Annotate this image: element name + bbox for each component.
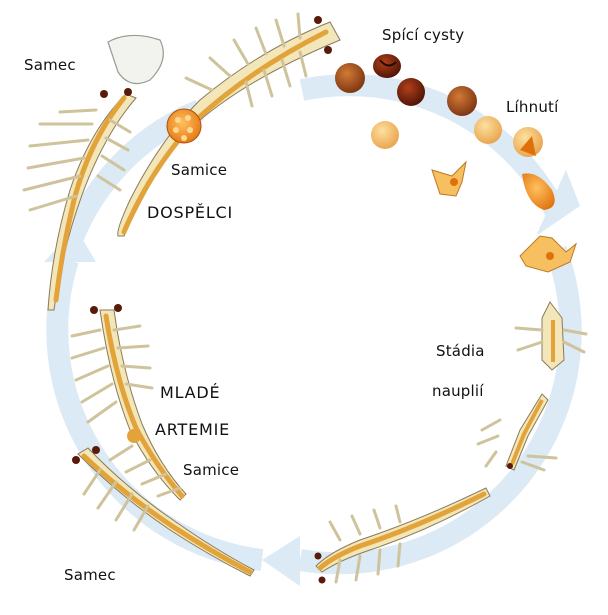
metanauplius [514, 301, 588, 371]
cycle-arrow [44, 74, 582, 586]
label-female-top: Samice [171, 161, 228, 179]
label-male-top: Samec [24, 56, 76, 74]
label-hatching: Líhnutí [506, 98, 559, 116]
adult-female-top [117, 12, 341, 237]
label-dormant-cysts: Spící cysty [382, 26, 465, 44]
cysts [335, 54, 555, 210]
juvenile-female [70, 304, 187, 501]
juvenile-bottom [314, 487, 491, 584]
juvenile-male [72, 444, 255, 577]
adult-male-top [22, 34, 164, 311]
label-adults: DOSPĚLCI [147, 203, 234, 222]
nauplius-1 [431, 160, 467, 197]
label-female-bottom: Samice [183, 461, 240, 479]
label-male-bottom: Samec [64, 566, 116, 584]
later-larva [476, 393, 558, 472]
nauplius-2 [519, 235, 578, 273]
label-nauplius-stages-1: Stádia [436, 342, 485, 360]
label-young: MLADÉ [160, 383, 221, 402]
label-nauplius-stages-2: nauplií [432, 382, 484, 400]
label-artemia: ARTEMIE [155, 420, 231, 439]
